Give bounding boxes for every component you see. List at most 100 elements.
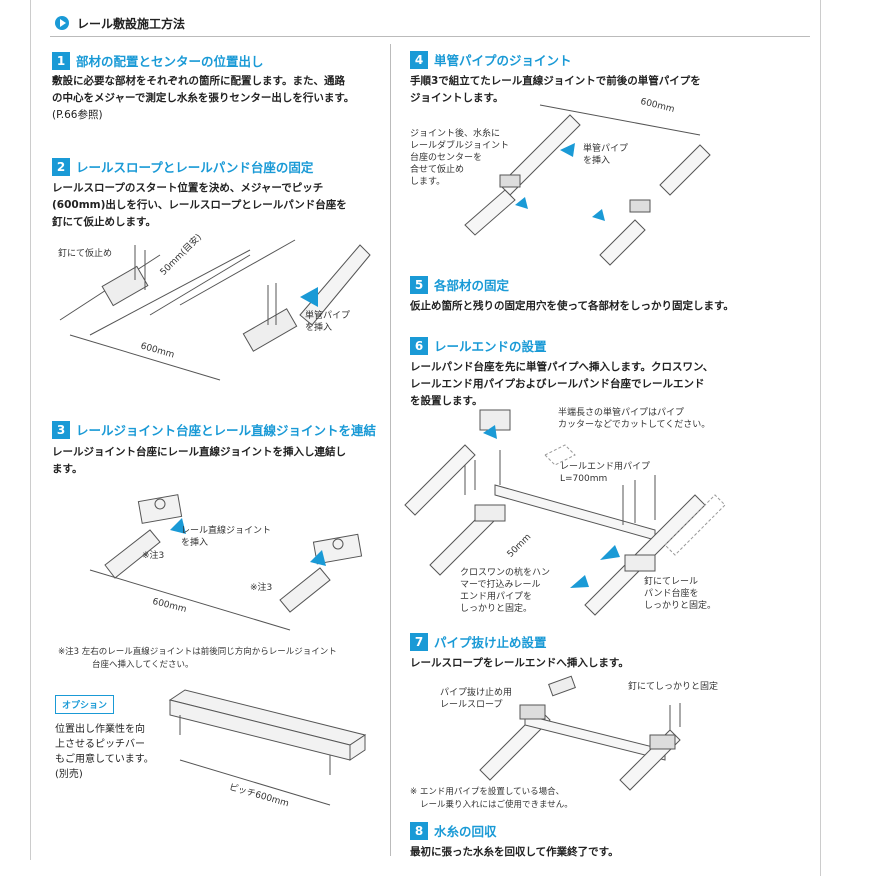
option-line: 位置出し作業性を向 [55,724,145,735]
step-title: 各部材の固定 [434,278,510,293]
label-line: を挿入 [181,538,209,548]
fig7-note: ※ エンド用パイプを設置している場合、 レール乗り入れにはご使用できません。 [410,786,573,812]
step-3-heading: 3 レールジョイント台座とレール直線ジョイントを連結 [52,420,376,439]
note-line: ※注3 左右のレール直線ジョイントは前後同じ方向からレールジョイント [58,647,337,657]
body-line: の中心をメジャーで測定し水糸を張りセンター出しを行います。 [52,92,355,104]
label-line: L=700mm [560,474,608,484]
body-line: (600mm)出しを行い、レールスロープとレールパンド台座を [52,199,347,211]
step-5-body: 仮止め箇所と残りの固定用穴を使って各部材をしっかり固定します。 [410,298,734,315]
step-1-heading: 1 部材の配置とセンターの位置出し [52,51,264,70]
step-title: 単管パイプのジョイント [434,53,572,68]
body-line: レールジョイント台座にレール直線ジョイントを挿入し連結し [52,446,346,458]
label-line: を挿入 [305,323,333,333]
fig6-cross-label: クロスワンの杭をハン マーで打込みレール エンド用パイプを しっかりと固定。 [460,567,550,615]
step-number: 3 [52,420,70,439]
pitch-bar-illustration [168,689,367,806]
label-line: レール直線ジョイント [181,526,272,536]
body-line: を設置します。 [410,395,483,407]
step-title: レールジョイント台座とレール直線ジョイントを連結 [76,423,377,438]
label-line: クロスワンの杭をハン [460,568,551,578]
column-divider [390,44,391,856]
label-line: 台座のセンターを [410,153,483,163]
step-6-body: レールパンド台座を先に単管パイプへ挿入します。クロスワン、 レールエンド用パイプ… [410,359,713,410]
figure-2-illustration [59,239,371,381]
fig6-cut-label: 半端長さの単管パイプはパイプ カッターなどでカットしてください。 [558,407,710,431]
label-line: しっかりと固定。 [644,601,717,611]
left-border [30,0,31,860]
body-line: レールスロープをレールエンドへ挿入します。 [410,657,629,669]
label-line: カッターなどでカットしてください。 [558,420,711,430]
label-line: 単管パイプ [583,144,629,154]
fig4-pipe-label: 単管パイプ を挿入 [583,143,628,167]
note-line: 台座へ挿入してください。 [92,660,194,670]
body-line: 最初に張った水糸を回収して作業終了です。 [410,846,619,858]
label-line: レールダブルジョイント [410,141,510,151]
note-line: ※ エンド用パイプを設置している場合、 [410,787,565,797]
figure-6-illustration [404,409,726,616]
label-line: パンド台座を [644,589,699,599]
fig4-left-label: ジョイント後、水糸に レールダブルジョイント 台座のセンターを 合せて仮止め し… [410,128,509,188]
label-line: エンド用パイプを [460,592,533,602]
step-1-body: 敷設に必要な部材をそれぞれの箇所に配置します。また、通路 の中心をメジャーで測定… [52,73,354,124]
step-6-heading: 6 レールエンドの設置 [410,336,547,355]
option-line: (別売) [55,769,83,780]
step-3-body: レールジョイント台座にレール直線ジョイントを挿入し連結し ます。 [52,444,346,478]
step-7-heading: 7 パイプ抜け止め設置 [410,632,547,651]
fig7-slope-label: パイプ抜け止め用 レールスロープ [440,687,512,711]
label-line: を挿入 [583,156,611,166]
body-line: レールエンド用パイプおよびレールパンド台座でレールエンド [410,378,705,390]
play-icon [55,16,69,30]
step-4-body: 手順3で組立てたレール直線ジョイントで前後の単管パイプを ジョイントします。 [410,73,701,107]
label-line: レールエンド用パイプ [560,462,651,472]
fig3-note-b: ※注3 [250,583,273,593]
body-line: レールパンド台座を先に単管パイプへ挿入します。クロスワン、 [410,361,714,373]
step-title: パイプ抜け止め設置 [434,635,547,650]
body-line: ます。 [52,463,83,475]
header-divider [50,36,810,37]
section-header: レール敷設施工方法 [55,12,185,34]
label-line: 半端長さの単管パイプはパイプ [558,408,685,418]
label-line: ジョイント後、水糸に [410,129,501,139]
label-line: 単管パイプ [305,311,351,321]
step-number: 5 [410,275,428,294]
fig6-nail-label: 釘にてレール パンド台座を しっかりと固定。 [644,576,716,612]
fig3-note-a: ※注3 [142,551,165,561]
body-line: 敷設に必要な部材をそれぞれの箇所に配置します。また、通路 [52,75,345,87]
step-8-body: 最初に張った水糸を回収して作業終了です。 [410,844,619,861]
body-line: ジョイントします。 [410,92,504,104]
label-line: パイプ抜け止め用 [440,688,513,698]
step-4-heading: 4 単管パイプのジョイント [410,50,572,69]
label-line: レールスロープ [440,700,503,710]
fig2-pipe-label: 単管パイプ を挿入 [305,310,350,334]
figure-7-illustration [479,675,681,791]
step-2-body: レールスロープのスタート位置を決め、メジャーでピッチ (600mm)出しを行い、… [52,180,347,231]
fig6-endpipe-label: レールエンド用パイプ L=700mm [560,461,650,485]
body-line: 仮止め箇所と残りの固定用穴を使って各部材をしっかり固定します。 [410,300,734,312]
fig3-joint-label: レール直線ジョイント を挿入 [181,525,271,549]
label-line: しっかりと固定。 [460,604,533,614]
step-number: 1 [52,51,70,70]
fig3-footnote: ※注3 左右のレール直線ジョイントは前後同じ方向からレールジョイント 台座へ挿入… [58,646,337,672]
label-line: 合せて仮止め [410,165,465,175]
step-title: 水糸の回収 [434,824,497,839]
step-number: 6 [410,336,428,355]
step-5-heading: 5 各部材の固定 [410,275,509,294]
step-title: レールスロープとレールパンド台座の固定 [76,160,314,175]
step-title: 部材の配置とセンターの位置出し [76,54,264,69]
step-number: 8 [410,821,428,840]
step-7-body: レールスロープをレールエンドへ挿入します。 [410,655,629,672]
step-number: 2 [52,157,70,176]
note-line: レール乗り入れにはご使用できません。 [420,800,573,810]
label-line: します。 [410,177,446,187]
body-line: (P.66参照) [52,109,103,121]
step-2-heading: 2 レールスロープとレールパンド台座の固定 [52,157,313,176]
step-8-heading: 8 水糸の回収 [410,821,497,840]
step-title: レールエンドの設置 [434,339,547,354]
right-border [820,0,821,876]
section-title: レール敷設施工方法 [77,16,186,31]
option-line: もご用意しています。 [55,754,154,765]
body-line: 釘にて仮止めします。 [52,216,156,228]
figure-3-illustration [89,494,363,631]
label-line: 釘にてレール [644,577,699,587]
option-badge: オプション [55,695,115,714]
